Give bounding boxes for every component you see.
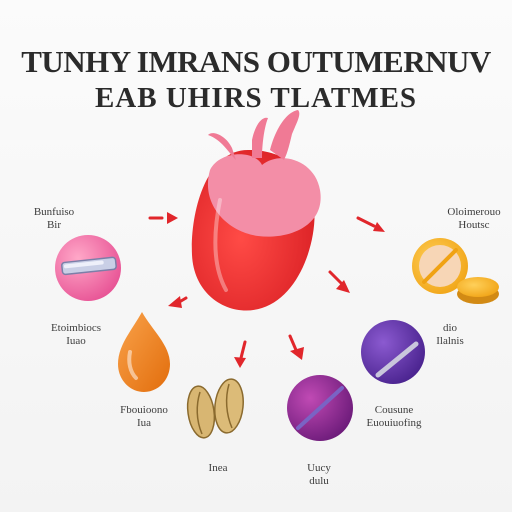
title-line-2: EAB UHIRS TLATMES <box>94 82 418 114</box>
label-text: Ilalnis <box>436 335 464 347</box>
arrow-icon <box>328 270 350 293</box>
label-bottom-right: Cousune Euouiuofing <box>358 404 430 430</box>
arrow-icon <box>356 216 385 232</box>
arrow-icons <box>148 212 385 368</box>
seeds-icon <box>186 378 244 439</box>
label-text: Fbouioono <box>120 404 168 416</box>
arrow-icon <box>234 340 247 368</box>
orange-drop-icon <box>118 312 170 392</box>
label-text: Euouiuofing <box>366 417 422 429</box>
title-line-1: TUNHY IMRANS OUTUMERNUV <box>21 44 491 79</box>
label-mid-left: Etoimbiocs Iuao <box>40 322 112 348</box>
label-text: Inea <box>208 462 228 474</box>
label-top-right: Oloimerouo Houtsc <box>440 206 508 232</box>
label-mid-right: dio Ilalnis <box>422 322 478 348</box>
label-text: Etoimbiocs <box>50 322 102 334</box>
pink-pill-icon <box>55 235 121 301</box>
label-text: Iua <box>136 417 152 429</box>
label-text: Iuao <box>66 335 86 347</box>
label-bottom-center-left: Inea <box>196 462 240 475</box>
label-text: dulu <box>309 475 329 487</box>
label-text: Cousune <box>374 404 414 416</box>
label-top-left: Bunfuiso Bir <box>24 206 84 232</box>
label-text: Oloimerouo <box>447 206 501 218</box>
label-text: dio <box>442 322 458 334</box>
heart-icon <box>191 110 321 311</box>
arrow-icon <box>148 212 178 224</box>
arrow-icon <box>168 296 188 308</box>
label-bottom-center-right: Uucy dulu <box>294 462 344 488</box>
label-text: Uucy <box>307 462 331 474</box>
label-text: Bir <box>46 219 62 231</box>
purple-pill-icon <box>361 320 425 384</box>
label-bottom-left: Fbouioono Iua <box>106 404 182 430</box>
arrow-icon <box>288 334 304 360</box>
yellow-pill-icon <box>412 238 499 304</box>
violet-pill-icon <box>287 375 353 441</box>
label-text: Houtsc <box>458 219 490 231</box>
label-text: Bunfuiso <box>33 206 75 218</box>
